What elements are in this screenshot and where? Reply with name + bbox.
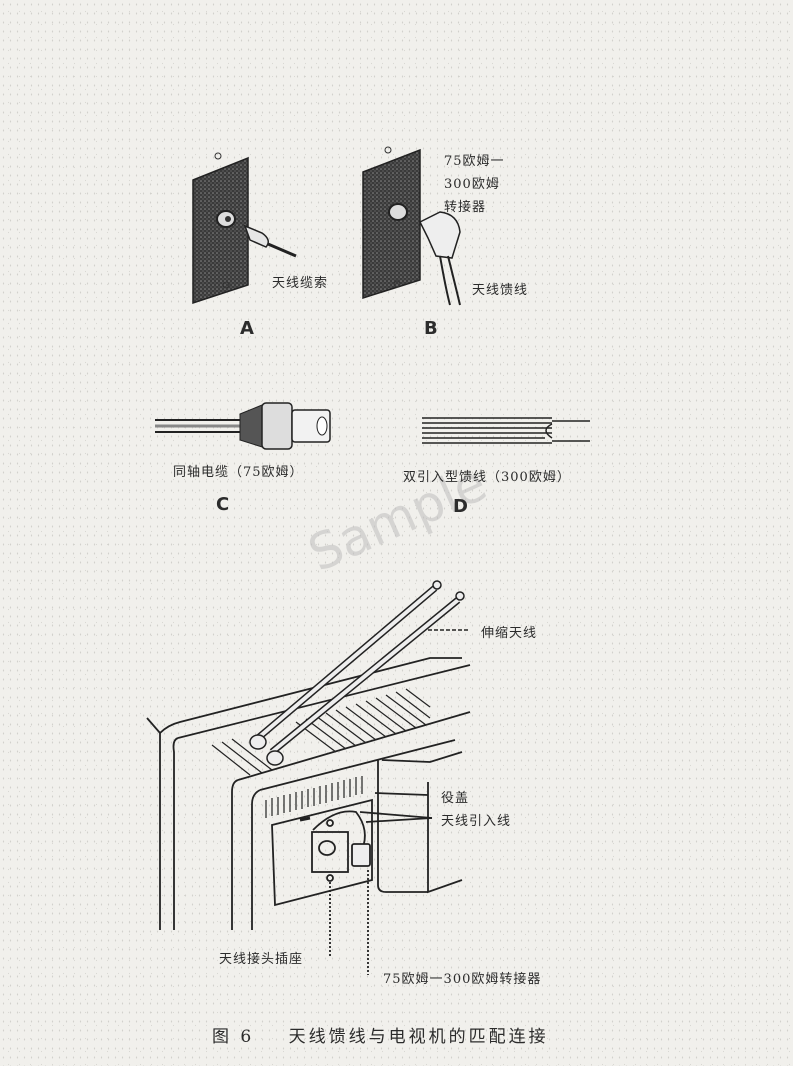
adapter-label-line-1: 75欧姆一 xyxy=(444,154,505,169)
wall-plate-a xyxy=(192,152,297,305)
coax-label-c: 同轴电缆（75欧姆） xyxy=(173,465,304,480)
cover-label: 役盖 xyxy=(441,791,470,806)
antenna-lead-in-label: 天线引入线 xyxy=(441,814,512,829)
adapter-label-tv: 75欧姆一300欧姆转接器 xyxy=(383,972,542,987)
wall-plate-b xyxy=(362,146,461,306)
telescopic-antenna-label: 伸缩天线 xyxy=(481,626,538,641)
twin-lead-label-d: 双引入型馈线（300欧姆） xyxy=(403,470,571,485)
adapter-label-line-3: 转接器 xyxy=(444,200,487,215)
feeder-label-b: 天线馈线 xyxy=(472,283,529,298)
figure-caption: 图 6 天线馈线与电视机的匹配连接 xyxy=(212,1022,549,1047)
figure-number: 图 6 xyxy=(212,1027,255,1047)
panel-letter-a: A xyxy=(240,318,254,339)
coax-connector-c xyxy=(155,402,331,450)
twin-lead-d xyxy=(422,417,590,444)
panel-letter-b: B xyxy=(424,318,438,339)
adapter-label-line-2: 300欧姆 xyxy=(444,177,500,192)
tv-set-rear xyxy=(146,657,471,975)
panel-letter-d: D xyxy=(453,496,468,517)
cable-label-a: 天线缆索 xyxy=(272,276,329,291)
figure-title: 天线馈线与电视机的匹配连接 xyxy=(288,1027,549,1047)
panel-letter-c: C xyxy=(216,494,230,515)
antenna-socket-label: 天线接头插座 xyxy=(219,952,304,967)
telescopic-antennas xyxy=(249,580,470,766)
